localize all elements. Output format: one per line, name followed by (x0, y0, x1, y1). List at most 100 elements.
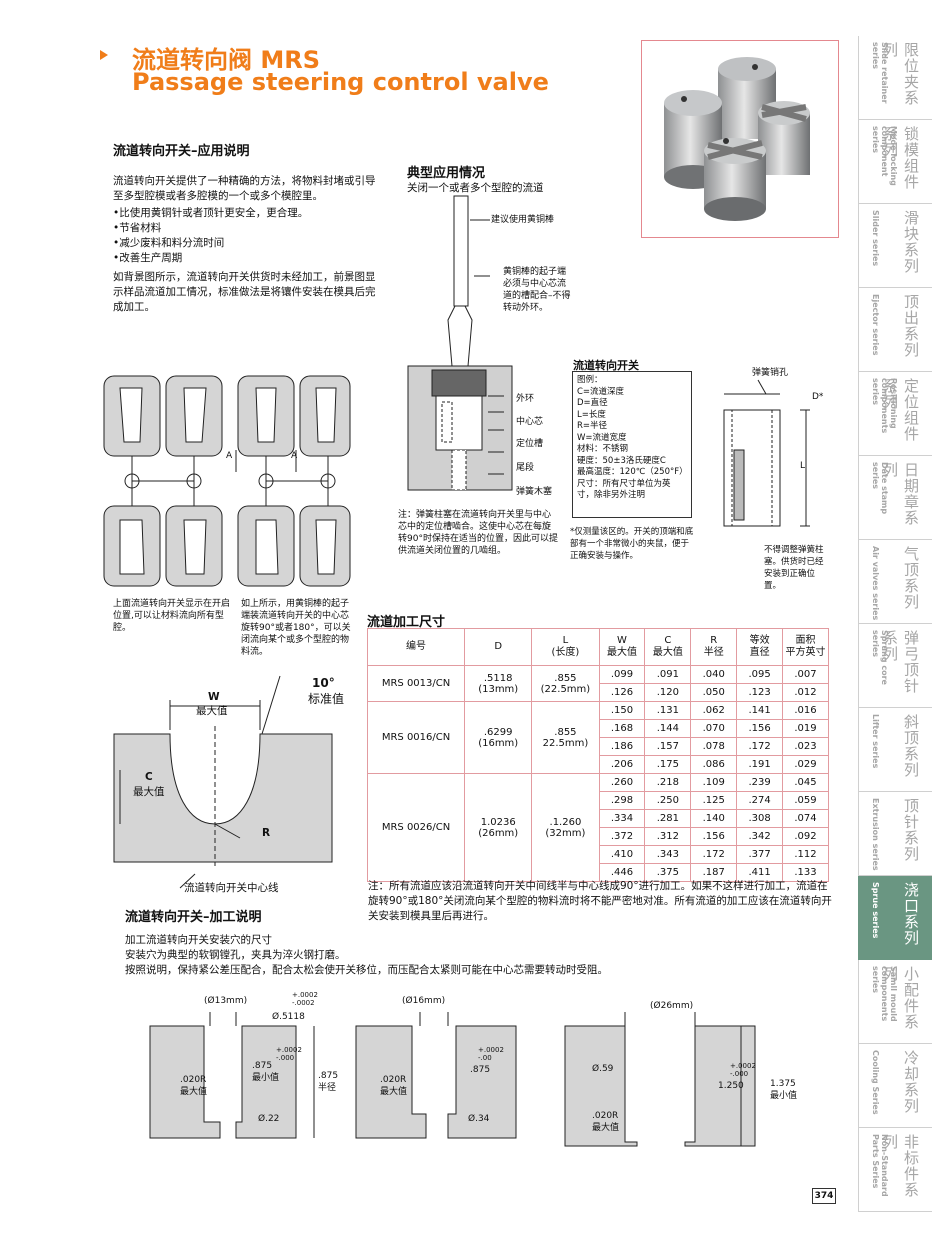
sidebar-item-label: 限位夹系列 (881, 42, 920, 106)
pocket1-total: .875 半径 (318, 1071, 339, 1093)
section-a-right: A (291, 451, 298, 461)
w-label: W (208, 691, 220, 703)
value-cell: .334 (598, 809, 646, 828)
value-cell: .059 (782, 791, 829, 810)
label-tail: 尾段 (516, 463, 535, 473)
sidebar-item-sublabel: Lifter series (871, 714, 880, 769)
value-cell: .308 (736, 809, 784, 828)
value-cell: .112 (782, 845, 829, 864)
value-cell: .095 (736, 665, 784, 684)
value-cell: .157 (644, 737, 692, 756)
table-row: .126.120.050.123.012 (368, 683, 829, 702)
value-cell: .007 (782, 665, 829, 684)
table-note: 注：所有流道应该沿流道转向开关中间线半与中心线成90°进行加工。如果不这样进行加… (368, 880, 832, 922)
value-cell: .126 (598, 683, 646, 702)
legend-item: 最高温度：120℃（250°F） (577, 467, 688, 477)
sidebar-item-label: 斜顶系列 (902, 714, 920, 778)
bullet-item: •减少废料和料分流时间 (113, 237, 225, 249)
angle-label: 10° (312, 676, 335, 690)
l-cell: .855(22.5mm) (531, 665, 600, 702)
pocket3-top: (Ø26mm) (650, 1001, 694, 1011)
pocket2-top: (Ø16mm) (402, 996, 446, 1006)
sidebar-item-label: 顶针系列 (902, 798, 920, 862)
sidebar-item-sublabel: Positioning components series (871, 378, 898, 434)
value-cell: .074 (782, 809, 829, 828)
pocket1-dtol: +.0002 -.000 (276, 1046, 302, 1062)
sidebar-item[interactable]: 顶针系列 Extrusion series (858, 792, 932, 876)
runner-profile-diagram (113, 675, 333, 889)
pocket2-dtol: +.0002 -.00 (478, 1046, 504, 1062)
legend-item: L=长度 (577, 409, 606, 420)
sidebar-item-sublabel: Sprung core series (871, 630, 889, 685)
sidebar-item-label: 气顶系列 (902, 546, 920, 610)
l-dimension-label: L (800, 461, 806, 471)
pocket1-tol: +.0002 -.0002 (292, 991, 318, 1007)
value-cell: .410 (598, 845, 646, 864)
table-row: .168.144.070.156.019 (368, 719, 829, 738)
pocket3-total: 1.375 最小值 (770, 1079, 798, 1101)
value-cell: .086 (690, 755, 738, 774)
legend-item: W=流道宽度 (577, 432, 627, 443)
legend-item: 硬度：50±3洛氏硬度C (577, 455, 666, 466)
pocket1-radius: .020R 最大值 (180, 1075, 208, 1097)
intro-paragraph-2: 如背景图所示，流道转向开关供货时未经加工，前景图显示样品流道加工情况，标准做法是… (113, 271, 376, 313)
sidebar-item-label: 滑块系列 (902, 210, 920, 274)
value-cell: .023 (782, 737, 829, 756)
sidebar-item-sublabel: Ejector series (871, 294, 880, 356)
open-caption: 上面流道转向开关显示在开启位置,可以让材料流向所有型腔。 (113, 599, 231, 633)
value-cell: .150 (598, 701, 646, 720)
sidebar-item-sublabel: Date stamp series (871, 462, 889, 515)
value-cell: .050 (690, 683, 738, 702)
callout-brass: 建议使用黄铜棒 (491, 215, 555, 225)
pocket2-depth: .875 (470, 1065, 491, 1075)
legend-item: 图例： (577, 375, 603, 385)
value-cell: .078 (690, 737, 738, 756)
pocket1-bottom: Ø.22 (258, 1114, 280, 1124)
sidebar-item-sublabel: Mode locking component series (871, 126, 898, 186)
value-cell: .156 (690, 827, 738, 846)
label-locating-groove: 定位槽 (516, 439, 544, 449)
machining-line: 按照说明，保持紧公差压配合，配合太松会使开关移位，而压配合太紧则可能在中心芯需要… (125, 964, 608, 976)
sidebar-item[interactable]: 斜顶系列 Lifter series (858, 708, 932, 792)
sidebar-item-label: 弹弓顶针系列 (881, 630, 920, 694)
value-cell: .312 (644, 827, 692, 846)
sidebar-item-sublabel: Extrusion series (871, 798, 880, 871)
legend-note: *仅测量该区的。开关的顶端和底部有一个非常微小的夹鼠，便于正确安装与操作。 (570, 527, 694, 561)
sidebar-item[interactable]: 顶出系列 Ejector series (858, 288, 932, 372)
value-cell: .109 (690, 773, 738, 792)
callout-tip: 黄铜棒的起子端必须与中心芯流道的槽配合–不得转动外环。 (503, 267, 571, 313)
value-cell: .372 (598, 827, 646, 846)
value-cell: .156 (736, 719, 784, 738)
value-cell: .140 (690, 809, 738, 828)
sidebar-item-label: 顶出系列 (902, 294, 920, 358)
label-outer-ring: 外环 (516, 394, 535, 404)
value-cell: .131 (644, 701, 692, 720)
col-header: 等效直径 (736, 628, 784, 666)
pocket1-dia: Ø.5118 (272, 1012, 305, 1022)
label-spring-plug: 弹簧木塞 (516, 487, 553, 497)
sidebar-item-sublabel: Non-Standard Parts Series (871, 1134, 889, 1197)
pocket3-radius: .020R 最大值 (592, 1111, 620, 1133)
machining-text: 加工流道转向开关安装穴的尺寸 安装穴为典型的软钢镗孔，夹具为淬火钢打磨。 按照说… (125, 933, 825, 978)
value-cell: .012 (782, 683, 829, 702)
sidebar-item-label: 定位组件系列 (881, 378, 920, 442)
value-cell: .040 (690, 665, 738, 684)
sidebar-item-label: 浇口系列 (902, 882, 920, 946)
sidebar-item-label: 非标件系列 (881, 1134, 920, 1198)
